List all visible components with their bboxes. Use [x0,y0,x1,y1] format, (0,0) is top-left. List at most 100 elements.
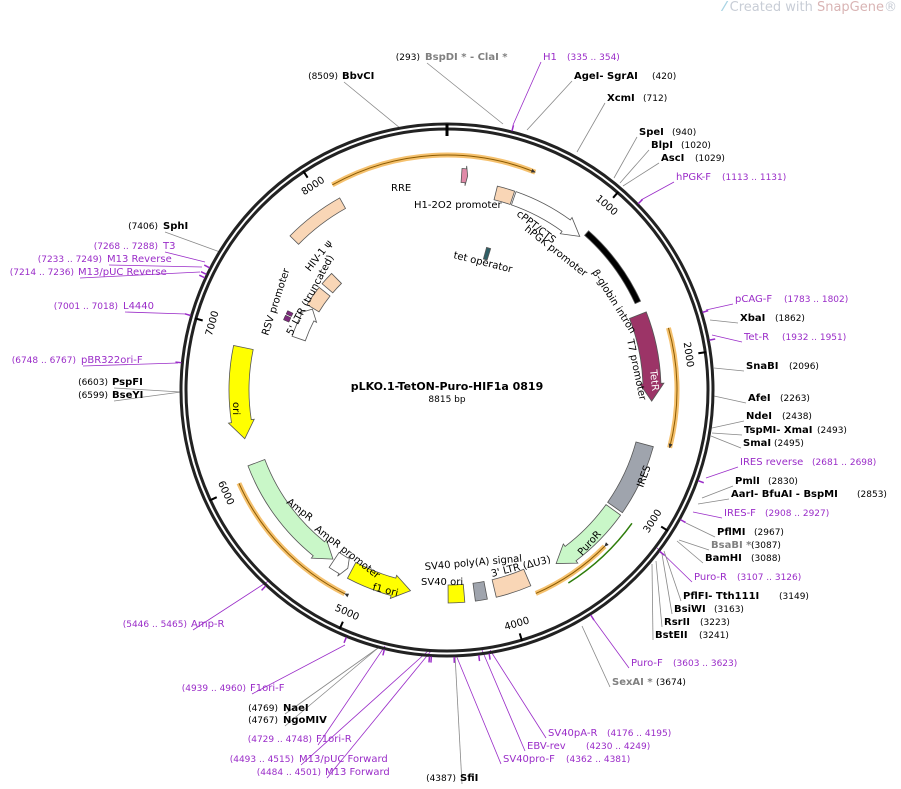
feature-arc-cppt [493,185,516,205]
primer-mark [343,637,348,644]
label-name-extra: - XmaI [776,425,812,436]
leader-line [426,62,504,125]
leader-line [711,432,743,436]
tick-mark [698,351,707,355]
primer-mark [198,274,206,279]
primer-mark [478,655,481,662]
label-position: (940) [672,128,696,138]
label-position: (4939 .. 4960) [182,684,246,694]
leader-line [284,647,379,715]
leader-line [481,649,526,752]
tick-label: 2000 [681,341,696,368]
leader-line [512,61,542,126]
label-name: PmlI [735,476,760,487]
label-position: (5446 .. 5465) [123,620,187,630]
label-name: IRES-F [724,508,756,519]
label-sexai: SexAI *(3674) [612,677,686,688]
feature-arc-sv40ori [447,583,466,604]
label-pbr322ori-f: (6748 .. 6767)pBR322ori-F [12,355,143,366]
leader-line [709,319,739,324]
label-name: PflFI [683,591,708,602]
label-aari: AarI - BfuAI - BspMI(2853) [731,489,887,500]
label-rsrii: RsrII (3223) [664,617,730,628]
label-name: XcmI [607,93,635,104]
puror-orf-line [567,522,633,584]
label-name: Puro-F [631,658,663,669]
label-name: SmaI [743,438,771,449]
leader-line [713,395,747,404]
leader-line [192,579,271,631]
label-agei-sgrai: AgeI - SgrAI(420) [574,71,676,82]
label-name: Tet-R [743,332,769,343]
primer-mark [511,125,515,132]
label-position: (1113 .. 1131) [722,173,786,183]
feature-arc-puror [555,504,622,564]
label-name: TspMI [744,425,776,436]
leader-line [455,654,502,765]
label-name-extra: - Tth111I [708,591,759,602]
label-tspmi-xmai: TspMI - XmaI(2493) [744,425,847,436]
label-name: SfiI [460,773,478,784]
leader-line [113,391,182,402]
label-bamhi: BamHI(3088) [705,553,781,564]
leader-line [711,420,745,429]
leader-line [711,334,743,343]
label-ebv-rev: EBV-rev(4230 .. 4249) [527,741,650,752]
label-position: (4493 .. 4515) [230,755,294,765]
label-position: (1029) [695,154,725,164]
label-bspdi-clai: (293)BspDI * - ClaI * [396,52,508,63]
tick-mark [194,317,203,322]
label-pcag-f: pCAG-F(1783 .. 1802) [735,294,848,305]
label-position: (3087) [751,541,781,551]
tick-mark [660,525,669,532]
feature-label-hpgk: hPGK promoter [522,224,590,280]
snapgene-watermark: ⁄Created with SnapGene® [723,0,898,15]
label-name: AgeI [574,71,599,82]
label-m13-forward: (4484 .. 4501) M13 Forward [257,767,390,778]
feature-arc-ltr5 [306,286,331,313]
label-name: IRES reverse [740,457,803,468]
label-position: (7001 .. 7018) [54,302,118,312]
label-name: SV40pro-F [503,754,555,765]
small-feature [283,314,292,323]
label-name: M13 Forward [325,767,390,778]
label-name: NdeI [746,411,772,422]
label-name: hPGK-F [676,172,711,183]
label-position: (3088) [751,554,781,564]
leader-line [164,251,206,263]
label-position: (2853) [857,490,887,500]
label-name: AarI [731,489,754,500]
label-name: SpeI [639,127,664,138]
small-feature [285,310,294,317]
feature-arc-bglobin [584,230,642,305]
label-position: (4484 .. 4501) [257,768,321,778]
label-name: Amp-R [191,619,225,630]
label-position: (6599) [78,391,108,401]
leader-line [713,367,745,372]
label-position: (7233 .. 7249) [38,255,102,265]
feature-arc-tetop [482,246,492,261]
label-sv40pro-f: SV40pro-F(4362 .. 4381) [503,754,630,765]
leader-line [705,303,734,311]
label-name: SexAI * [612,677,653,688]
feature-arc-h1 [460,165,469,186]
label-t3: (7268 .. 7288)T3 [94,241,176,252]
feature-label-bglobin: β-globin intron [589,268,637,336]
label-name: M13/pUC Forward [299,754,388,765]
label-sfii: (4387)SfiI [426,773,478,784]
leader-line [651,563,654,641]
feature-arc-sv40pa [472,580,488,602]
orf-line [535,542,609,594]
label-position: (3223) [700,618,730,628]
label-name: L4440 [123,301,154,312]
primer-mark [261,585,267,591]
primer-mark [488,653,491,660]
feature-arc-ampr [247,458,334,560]
label-position: (6603) [78,378,108,388]
label-pmli: PmlI(2830) [735,476,798,487]
label-position: (1783 .. 1802) [784,295,848,305]
label-name: RsrII [664,617,690,628]
primer-mark [702,309,709,314]
primer-mark [680,518,687,524]
label-name: BbvCI [342,71,374,82]
